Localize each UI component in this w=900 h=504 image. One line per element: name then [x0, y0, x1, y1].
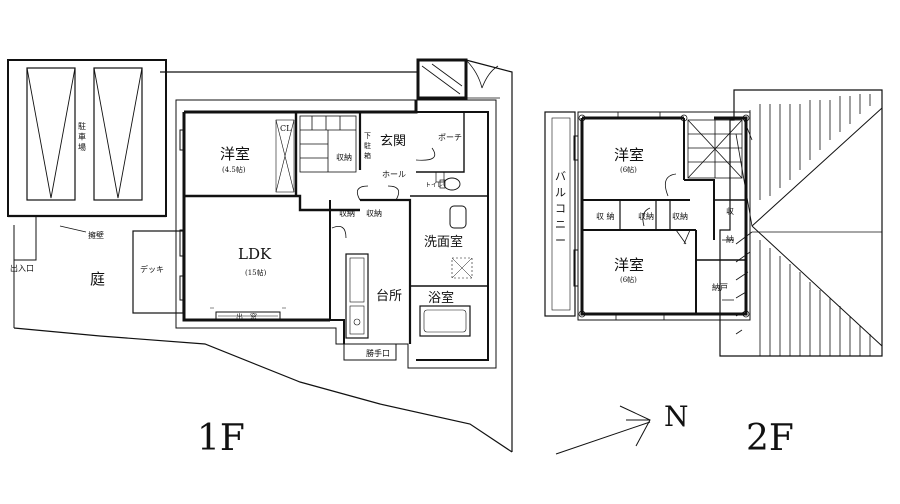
label-katteguchi: 勝手口: [366, 348, 390, 358]
label-balcony-1: バ: [555, 170, 566, 183]
parking-area: [7, 59, 167, 217]
label-deiriguchi: 出入口: [10, 263, 34, 273]
label-balcony-4: ニ: [555, 218, 566, 231]
label-nando: 納戸: [712, 282, 728, 292]
label-balcony-3: コ: [555, 202, 566, 215]
stairs-1f: [299, 115, 357, 173]
label-shuunou-1f-b: 収納: [339, 208, 355, 218]
label-shita-1: 下: [364, 132, 371, 140]
room-youshitsu-2f-b-size: (6帖): [620, 275, 637, 284]
label-porch: ポーチ: [438, 133, 462, 142]
entrance-stair-box: [416, 58, 500, 100]
labels-2f: 洋室 (6帖) 洋室 (6帖) 収 納 収納 収納 収 納 納戸 バ ル コ ニ…: [555, 146, 794, 459]
compass-north-arrow: [555, 405, 651, 455]
label-shuunou-1f-a: 収納: [336, 152, 352, 162]
label-balcony-5: ー: [555, 234, 566, 247]
floor-label-2f: 2F: [746, 418, 794, 459]
labels-1f: 洋室 (4.5帖) CL 収納 収納 収納 下 駐 箱 玄関 ホール トイレ ポ…: [10, 121, 463, 459]
room-ldk-size: (15帖): [245, 268, 267, 277]
room-youshitsu-2f-a-size: (6帖): [620, 165, 637, 174]
room-youshitsu-1f: 洋室: [220, 145, 250, 163]
label-shuunou-2f-a: 収 納: [596, 211, 615, 221]
compass-north-label: N: [664, 400, 689, 433]
room-youshitsu-2f-a: 洋室: [614, 146, 644, 164]
balcony: [544, 111, 576, 317]
closet-cl: [275, 119, 295, 193]
room-toilet: トイレ: [425, 182, 443, 189]
house-1f-walls: [175, 99, 497, 369]
label-shuunou-2f-v2: 納: [726, 234, 734, 244]
room-hall: ホール: [382, 170, 406, 179]
label-shuunou-2f-b: 収納: [638, 211, 654, 221]
floor-label-1f: 1F: [197, 418, 245, 459]
stairs-2f: [687, 119, 743, 179]
label-demado: 出 窓: [236, 312, 257, 321]
label-cl: CL: [280, 124, 292, 133]
label-balcony-2: ル: [555, 186, 566, 199]
room-youshitsu-2f-b: 洋室: [614, 256, 644, 274]
room-youshitsu-1f-size: (4.5帖): [222, 165, 246, 174]
label-yoheki: 擁壁: [88, 230, 104, 240]
fixtures-1f: [343, 171, 473, 361]
house-2f-walls: [573, 111, 751, 321]
label-shuunou-1f-c: 収納: [366, 208, 382, 218]
label-deck: デッキ: [140, 264, 164, 274]
label-shita-3: 箱: [364, 151, 371, 160]
label-shita-2: 駐: [364, 141, 371, 150]
room-ldk: LDK: [238, 245, 272, 263]
room-daidokoro: 台所: [376, 289, 402, 304]
room-genkan: 玄関: [380, 134, 406, 149]
label-shuunou-2f-v1: 収: [726, 206, 734, 216]
room-senmenshitsu: 洗面室: [424, 234, 463, 250]
room-yokushitsu: 浴室: [428, 290, 454, 306]
label-shuunou-2f-c: 収納: [672, 211, 688, 221]
label-parking: 駐 車 場: [78, 121, 87, 152]
label-niwa: 庭: [90, 270, 105, 288]
